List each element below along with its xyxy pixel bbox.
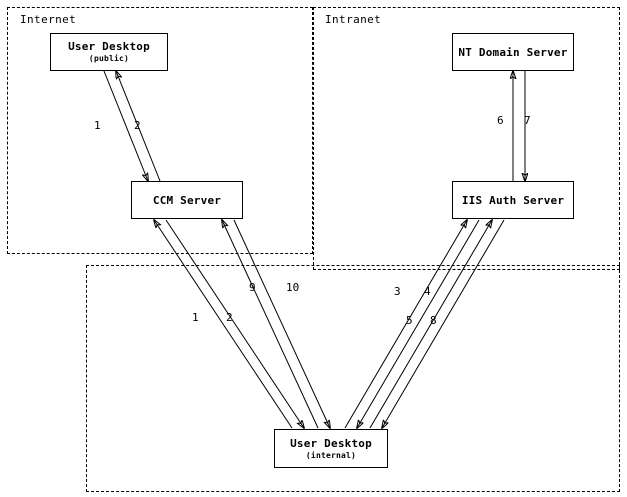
edge-label-step-6: 6 <box>497 114 504 127</box>
node-nt-domain-server[interactable]: NT Domain Server <box>452 33 574 71</box>
edge-label-step-5: 5 <box>406 314 413 327</box>
edge-label-step-2-internal: 2 <box>226 311 233 324</box>
zone-intranet-label: Intranet <box>325 13 382 26</box>
edge-label-step-1-internal: 1 <box>192 311 199 324</box>
edge-label-step-10: 10 <box>286 281 300 294</box>
node-ccm-server[interactable]: CCM Server <box>131 181 243 219</box>
node-iis-auth-server[interactable]: IIS Auth Server <box>452 181 574 219</box>
node-iis-auth-server-title: IIS Auth Server <box>461 193 565 207</box>
node-nt-domain-server-title: NT Domain Server <box>458 45 568 59</box>
edge-label-step-3: 3 <box>394 285 401 298</box>
zone-internet-label: Internet <box>20 13 77 26</box>
edge-label-step-4: 4 <box>424 285 431 298</box>
edge-label-step-1-public: 1 <box>94 119 101 132</box>
node-user-desktop-public[interactable]: User Desktop (public) <box>50 33 168 71</box>
node-user-desktop-internal-subtitle: (internal) <box>305 450 357 460</box>
edge-label-step-2-public: 2 <box>134 119 141 132</box>
node-ccm-server-title: CCM Server <box>152 193 222 207</box>
edge-label-step-7: 7 <box>524 114 531 127</box>
edge-label-step-9: 9 <box>249 281 256 294</box>
edge-label-step-8: 8 <box>430 314 437 327</box>
node-user-desktop-internal-title: User Desktop <box>290 436 372 450</box>
node-user-desktop-public-title: User Desktop <box>68 40 150 53</box>
node-user-desktop-public-subtitle: (public) <box>88 54 130 63</box>
node-user-desktop-internal[interactable]: User Desktop (internal) <box>274 429 388 468</box>
